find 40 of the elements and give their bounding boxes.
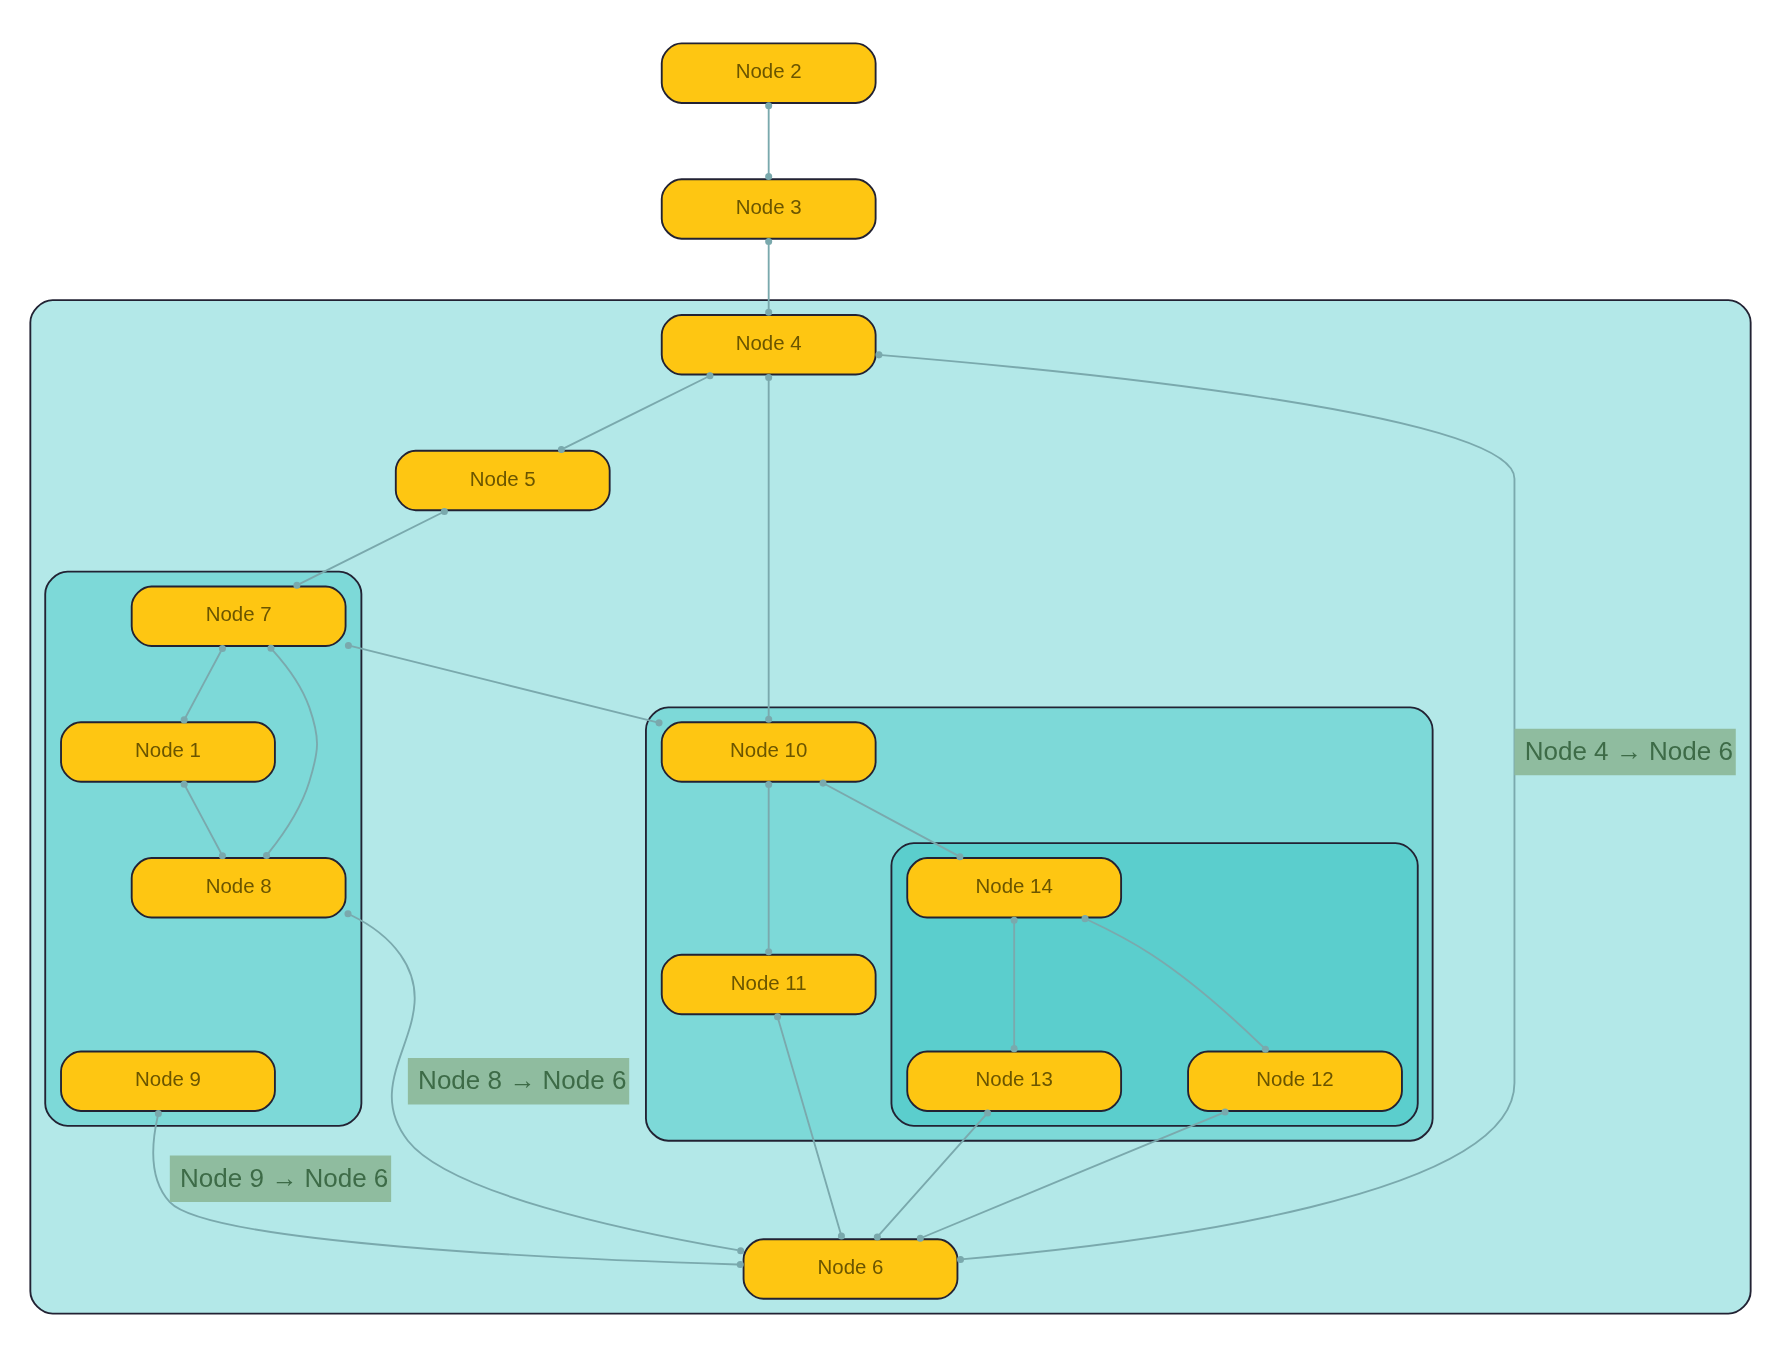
node-box: Node 12	[1187, 1050, 1403, 1112]
node-box: Node 8	[130, 856, 347, 918]
connector	[344, 909, 745, 1254]
connector	[873, 1108, 992, 1241]
connector	[916, 1108, 1229, 1242]
connector	[819, 779, 964, 860]
connector	[152, 1109, 744, 1268]
node-box: Node 9	[60, 1050, 276, 1112]
edge-label: Node 8 → Node 6	[418, 1064, 627, 1095]
node-box: Node 2	[660, 42, 877, 104]
node-box: Node 10	[660, 720, 877, 783]
connector	[765, 237, 773, 316]
connector	[180, 780, 226, 859]
connector	[875, 350, 1516, 1263]
node-box: Node 14	[906, 856, 1123, 918]
connector	[1081, 914, 1269, 1053]
cluster	[645, 705, 1434, 1142]
edge-label: Node 4 → Node 6	[1524, 735, 1733, 766]
cluster	[29, 298, 1752, 1315]
node-box: Node 3	[660, 177, 877, 240]
connector	[774, 1012, 845, 1240]
connector	[1010, 916, 1018, 1052]
connector	[293, 507, 448, 589]
connector	[557, 371, 714, 453]
connector	[765, 373, 773, 723]
connector	[180, 644, 226, 723]
node-box: Node 7	[130, 585, 347, 647]
node-box: Node 6	[742, 1237, 959, 1300]
node-box: Node 5	[394, 449, 611, 511]
edge-label: Node 9 → Node 6	[180, 1162, 389, 1193]
cluster	[890, 841, 1419, 1127]
connector	[765, 101, 773, 180]
node-box: Node 4	[660, 313, 877, 375]
connector	[344, 641, 663, 726]
node-box: Node 13	[906, 1050, 1123, 1112]
node-box: Node 11	[660, 953, 877, 1015]
node-box: Node 1	[60, 720, 276, 783]
connector	[263, 644, 318, 859]
connector	[765, 780, 773, 955]
cluster	[44, 570, 363, 1127]
